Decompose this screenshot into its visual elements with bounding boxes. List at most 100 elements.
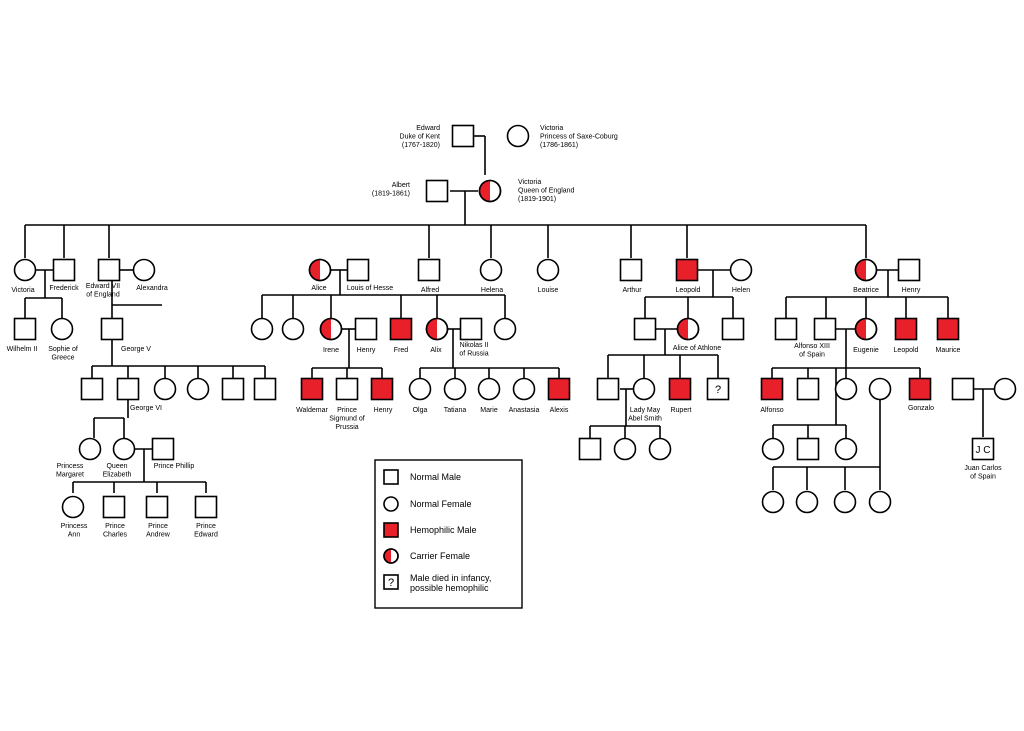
queen-victoria-label-line: Victoria [518, 179, 541, 186]
gv-daughter-symbol [153, 377, 177, 401]
edward-vii-square [97, 258, 121, 282]
alfonso-xiii-square [813, 317, 837, 341]
beatrice-symbol [854, 258, 878, 282]
uncle2-square [774, 317, 798, 341]
prince-charles-symbol [102, 495, 126, 519]
unknown-square [706, 377, 730, 401]
sp-gc3-circle [834, 437, 858, 461]
arthur-symbol [619, 258, 643, 282]
alix-carrier-fill [426, 318, 437, 340]
victoria-saxe-label-line: Victoria [540, 125, 563, 132]
gonzalo-square [908, 377, 932, 401]
aunt2-symbol [281, 317, 305, 341]
legend-died-infancy-label: Male died in infancy,possible hemophilic [410, 573, 491, 593]
maurice-label-line: Maurice [936, 347, 961, 354]
helena-label: Helena [481, 287, 503, 294]
eugenie-carrier-fill [855, 318, 866, 340]
eugenie-symbol [854, 317, 878, 341]
queen-elizabeth-symbol [112, 437, 136, 461]
frederick-label-line: Frederick [49, 285, 79, 292]
legend-normal-male-line: Normal Male [410, 472, 461, 482]
sp-dau2-circle [868, 377, 892, 401]
sophie-label-line: Sophie of [48, 346, 78, 353]
alexis-label: Alexis [550, 407, 569, 414]
edward-label-line: (1767-1820) [402, 142, 440, 149]
prince-andrew-symbol [145, 495, 169, 519]
prince-sigmund-label-line: Prussia [335, 424, 358, 431]
waldemar-label-line: Waldemar [296, 407, 328, 414]
prince-edward-square [194, 495, 218, 519]
victoria-saxe-label-line: (1786-1861) [540, 142, 578, 149]
victoria-d-label-line: Victoria [11, 287, 34, 294]
prince-andrew-label-line: Andrew [146, 532, 171, 539]
alice-label: Alice [311, 285, 326, 292]
sp-ggc4-symbol [868, 490, 892, 514]
legend-normal-female-circle [383, 496, 399, 512]
waldemar-symbol [300, 377, 324, 401]
alice-carrier-fill [309, 259, 320, 281]
relationship-lines [24, 135, 994, 493]
gv-son3-square [253, 377, 277, 401]
alfred-square [417, 258, 441, 282]
george-vi-symbol [116, 377, 140, 401]
edward-symbol [451, 124, 475, 148]
helen-circle [729, 258, 753, 282]
frederick-square [52, 258, 76, 282]
edward-vii-symbol [97, 258, 121, 282]
legend-hemophilic-male-label: Hemophilic Male [410, 525, 477, 535]
queen-elizabeth-label-line: Elizabeth [103, 472, 132, 479]
princess-ann-symbol [61, 495, 85, 519]
alexandra-label: Alexandra [136, 285, 168, 292]
tatiana-label: Tatiana [444, 407, 467, 414]
albert-label-line: Albert [392, 182, 410, 189]
helen-label-line: Helen [732, 287, 750, 294]
lady-may-husband-square [596, 377, 620, 401]
victoria-d-symbol [13, 258, 37, 282]
prince-philip-label: Prince Phillip [154, 463, 195, 470]
irene-carrier-fill [320, 318, 331, 340]
victoria-d-circle [13, 258, 37, 282]
alfonso-label-line: Alfonso [760, 407, 783, 414]
alix-label-line: Alix [430, 347, 442, 354]
maurice-label: Maurice [936, 347, 961, 354]
henry-i-label-line: Henry [357, 347, 376, 354]
sp-gc1-symbol [761, 437, 785, 461]
lm-child2-symbol [613, 437, 637, 461]
fred-symbol [389, 317, 413, 341]
legend-died-infancy-square [383, 574, 399, 590]
princess-margaret-circle [78, 437, 102, 461]
alexandra-circle [132, 258, 156, 282]
helen-label: Helen [732, 287, 750, 294]
anastasia-label: Anastasia [509, 407, 540, 414]
sp-son-square [796, 377, 820, 401]
arthur-label-line: Arthur [622, 287, 642, 294]
frederick-label: Frederick [49, 285, 79, 292]
athlone-husband-symbol [633, 317, 657, 341]
alexis-symbol [547, 377, 571, 401]
prince-edward-label-line: Prince [196, 523, 216, 530]
aunt1-circle [250, 317, 274, 341]
alexandra-symbol [132, 258, 156, 282]
tatiana-circle [443, 377, 467, 401]
prince-charles-label-line: Prince [105, 523, 125, 530]
queen-victoria-label-line: (1819-1901) [518, 196, 556, 203]
fred-label-line: Fred [394, 347, 409, 354]
aunt3-symbol [493, 317, 517, 341]
rupert-label-line: Rupert [670, 407, 691, 414]
rupert-square [668, 377, 692, 401]
henry-i-square [354, 317, 378, 341]
leopold-label-line: Leopold [676, 287, 701, 294]
louise-circle [536, 258, 560, 282]
leopold2-label: Leopold [894, 347, 919, 354]
legend-hemophilic-male-square [383, 522, 399, 538]
gv-daughter-circle [153, 377, 177, 401]
legend-normal-male-label: Normal Male [410, 472, 461, 482]
unknown-mark: ? [715, 384, 721, 396]
george-vi-label: George VI [130, 405, 162, 412]
beatrice-label: Beatrice [853, 287, 879, 294]
